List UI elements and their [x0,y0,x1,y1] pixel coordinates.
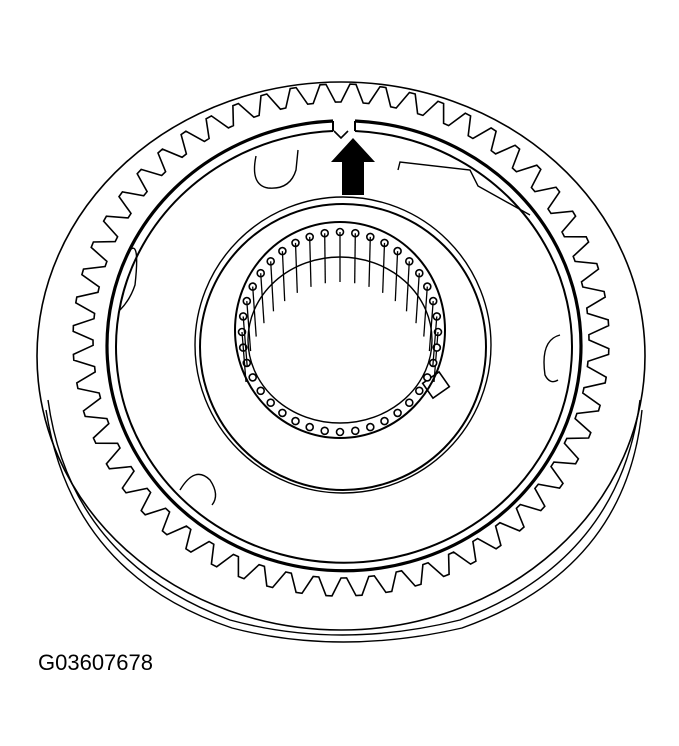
spline-bore [234,221,446,439]
outer-sleeve [36,81,646,643]
hub-face-features [119,149,561,506]
arrow-up-icon [331,138,375,195]
figure-caption-code: G03607678 [38,650,153,675]
inner-hub [194,196,492,494]
gear-teeth [72,83,610,597]
snap-ring [105,119,583,573]
